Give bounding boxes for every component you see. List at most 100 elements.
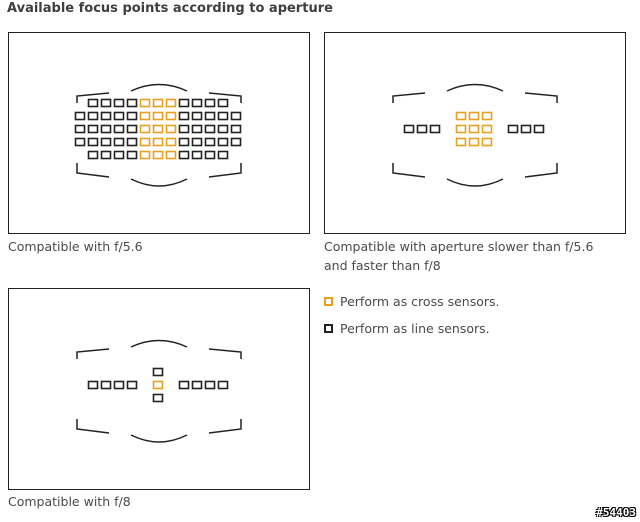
- line-sensor-point: [217, 380, 229, 390]
- line-sensor-point: [126, 380, 138, 390]
- cross-sensor-point: [455, 137, 467, 147]
- line-sensor-point: [178, 380, 190, 390]
- cross-sensor-point: [165, 98, 177, 108]
- line-sensor-point: [87, 137, 99, 147]
- line-sensor-point: [126, 111, 138, 121]
- line-sensor-point: [230, 124, 242, 134]
- line-sensor-point: [178, 124, 190, 134]
- line-sensor-point: [403, 124, 415, 134]
- line-sensor-point: [191, 150, 203, 160]
- line-sensor-point: [533, 124, 545, 134]
- line-sensor-point: [217, 150, 229, 160]
- viewfinder-diagram-f8: [76, 339, 242, 443]
- cross-sensor-point: [152, 111, 164, 121]
- viewfinder-diagram-f56-f8: [392, 83, 558, 187]
- line-sensor-point: [191, 98, 203, 108]
- line-sensor-swatch-icon: [324, 324, 333, 333]
- cross-sensor-point: [455, 124, 467, 134]
- viewfinder-panel-f56: [8, 32, 310, 234]
- line-sensor-point: [191, 380, 203, 390]
- line-sensor-point: [100, 380, 112, 390]
- cross-sensor-point: [139, 111, 151, 121]
- line-sensor-point: [100, 124, 112, 134]
- cross-sensor-point: [481, 111, 493, 121]
- frame-corner-top-left: [392, 92, 426, 103]
- line-sensor-point: [74, 111, 86, 121]
- cross-sensor-point: [165, 111, 177, 121]
- line-sensor-point: [74, 124, 86, 134]
- line-sensor-point: [100, 111, 112, 121]
- frame-corner-top-right: [208, 92, 242, 103]
- legend-label: Perform as line sensors.: [340, 321, 490, 336]
- line-sensor-point: [113, 137, 125, 147]
- viewfinder-panel-f56-f8: [324, 32, 626, 234]
- line-sensor-point: [204, 111, 216, 121]
- line-sensor-point: [126, 150, 138, 160]
- cross-sensor-point: [481, 137, 493, 147]
- frame-corner-top-left: [76, 348, 110, 359]
- legend-label: Perform as cross sensors.: [340, 294, 500, 309]
- line-sensor-point: [204, 380, 216, 390]
- cross-sensor-point: [481, 124, 493, 134]
- line-sensor-point: [230, 111, 242, 121]
- frame-corner-bottom-left: [76, 419, 110, 434]
- line-sensor-point: [100, 98, 112, 108]
- caption-f8: Compatible with f/8: [8, 492, 131, 511]
- line-sensor-point: [230, 137, 242, 147]
- line-sensor-point: [152, 393, 164, 403]
- frame-arc-top: [130, 339, 188, 348]
- line-sensor-point: [191, 111, 203, 121]
- caption-line: Compatible with aperture slower than f/5…: [324, 239, 594, 254]
- line-sensor-point: [87, 380, 99, 390]
- line-sensor-point: [87, 150, 99, 160]
- cross-sensor-point: [152, 124, 164, 134]
- line-sensor-point: [204, 124, 216, 134]
- line-sensor-point: [113, 150, 125, 160]
- cross-sensor-point: [139, 98, 151, 108]
- frame-corner-top-right: [208, 348, 242, 359]
- cross-sensor-point: [455, 111, 467, 121]
- frame-arc-top: [130, 83, 188, 92]
- frame-corner-top-left: [76, 92, 110, 103]
- cross-sensor-point: [152, 98, 164, 108]
- line-sensor-point: [126, 124, 138, 134]
- cross-sensor-point: [139, 137, 151, 147]
- line-sensor-point: [204, 137, 216, 147]
- cross-sensor-point: [165, 137, 177, 147]
- line-sensor-point: [507, 124, 519, 134]
- line-sensor-point: [178, 137, 190, 147]
- line-sensor-point: [217, 98, 229, 108]
- caption-f56: Compatible with f/5.6: [8, 237, 143, 256]
- caption-line: and faster than f/8: [324, 258, 441, 273]
- line-sensor-point: [191, 137, 203, 147]
- line-sensor-point: [178, 111, 190, 121]
- cross-sensor-swatch-icon: [324, 297, 333, 306]
- cross-sensor-point: [152, 150, 164, 160]
- frame-corner-bottom-left: [392, 163, 426, 178]
- line-sensor-point: [87, 98, 99, 108]
- line-sensor-point: [416, 124, 428, 134]
- line-sensor-point: [429, 124, 441, 134]
- line-sensor-point: [178, 150, 190, 160]
- frame-corner-bottom-right: [208, 419, 242, 434]
- frame-corner-bottom-right: [524, 163, 558, 178]
- viewfinder-diagram-f56: [74, 83, 242, 187]
- cross-sensor-point: [165, 124, 177, 134]
- viewfinder-panel-f8: [8, 288, 310, 490]
- page-title: Available focus points according to aper…: [7, 1, 333, 16]
- line-sensor-point: [126, 137, 138, 147]
- cross-sensor-point: [165, 150, 177, 160]
- caption-line: Compatible with f/5.6: [8, 239, 143, 254]
- caption-line: Compatible with f/8: [8, 494, 131, 509]
- legend-line-sensors: Perform as line sensors.: [324, 321, 490, 336]
- frame-corner-bottom-left: [76, 163, 110, 178]
- cross-sensor-point: [139, 150, 151, 160]
- line-sensor-point: [87, 124, 99, 134]
- line-sensor-point: [204, 150, 216, 160]
- line-sensor-point: [100, 150, 112, 160]
- cross-sensor-point: [152, 137, 164, 147]
- line-sensor-point: [126, 98, 138, 108]
- frame-corner-top-right: [524, 92, 558, 103]
- line-sensor-point: [178, 98, 190, 108]
- cross-sensor-point: [468, 137, 480, 147]
